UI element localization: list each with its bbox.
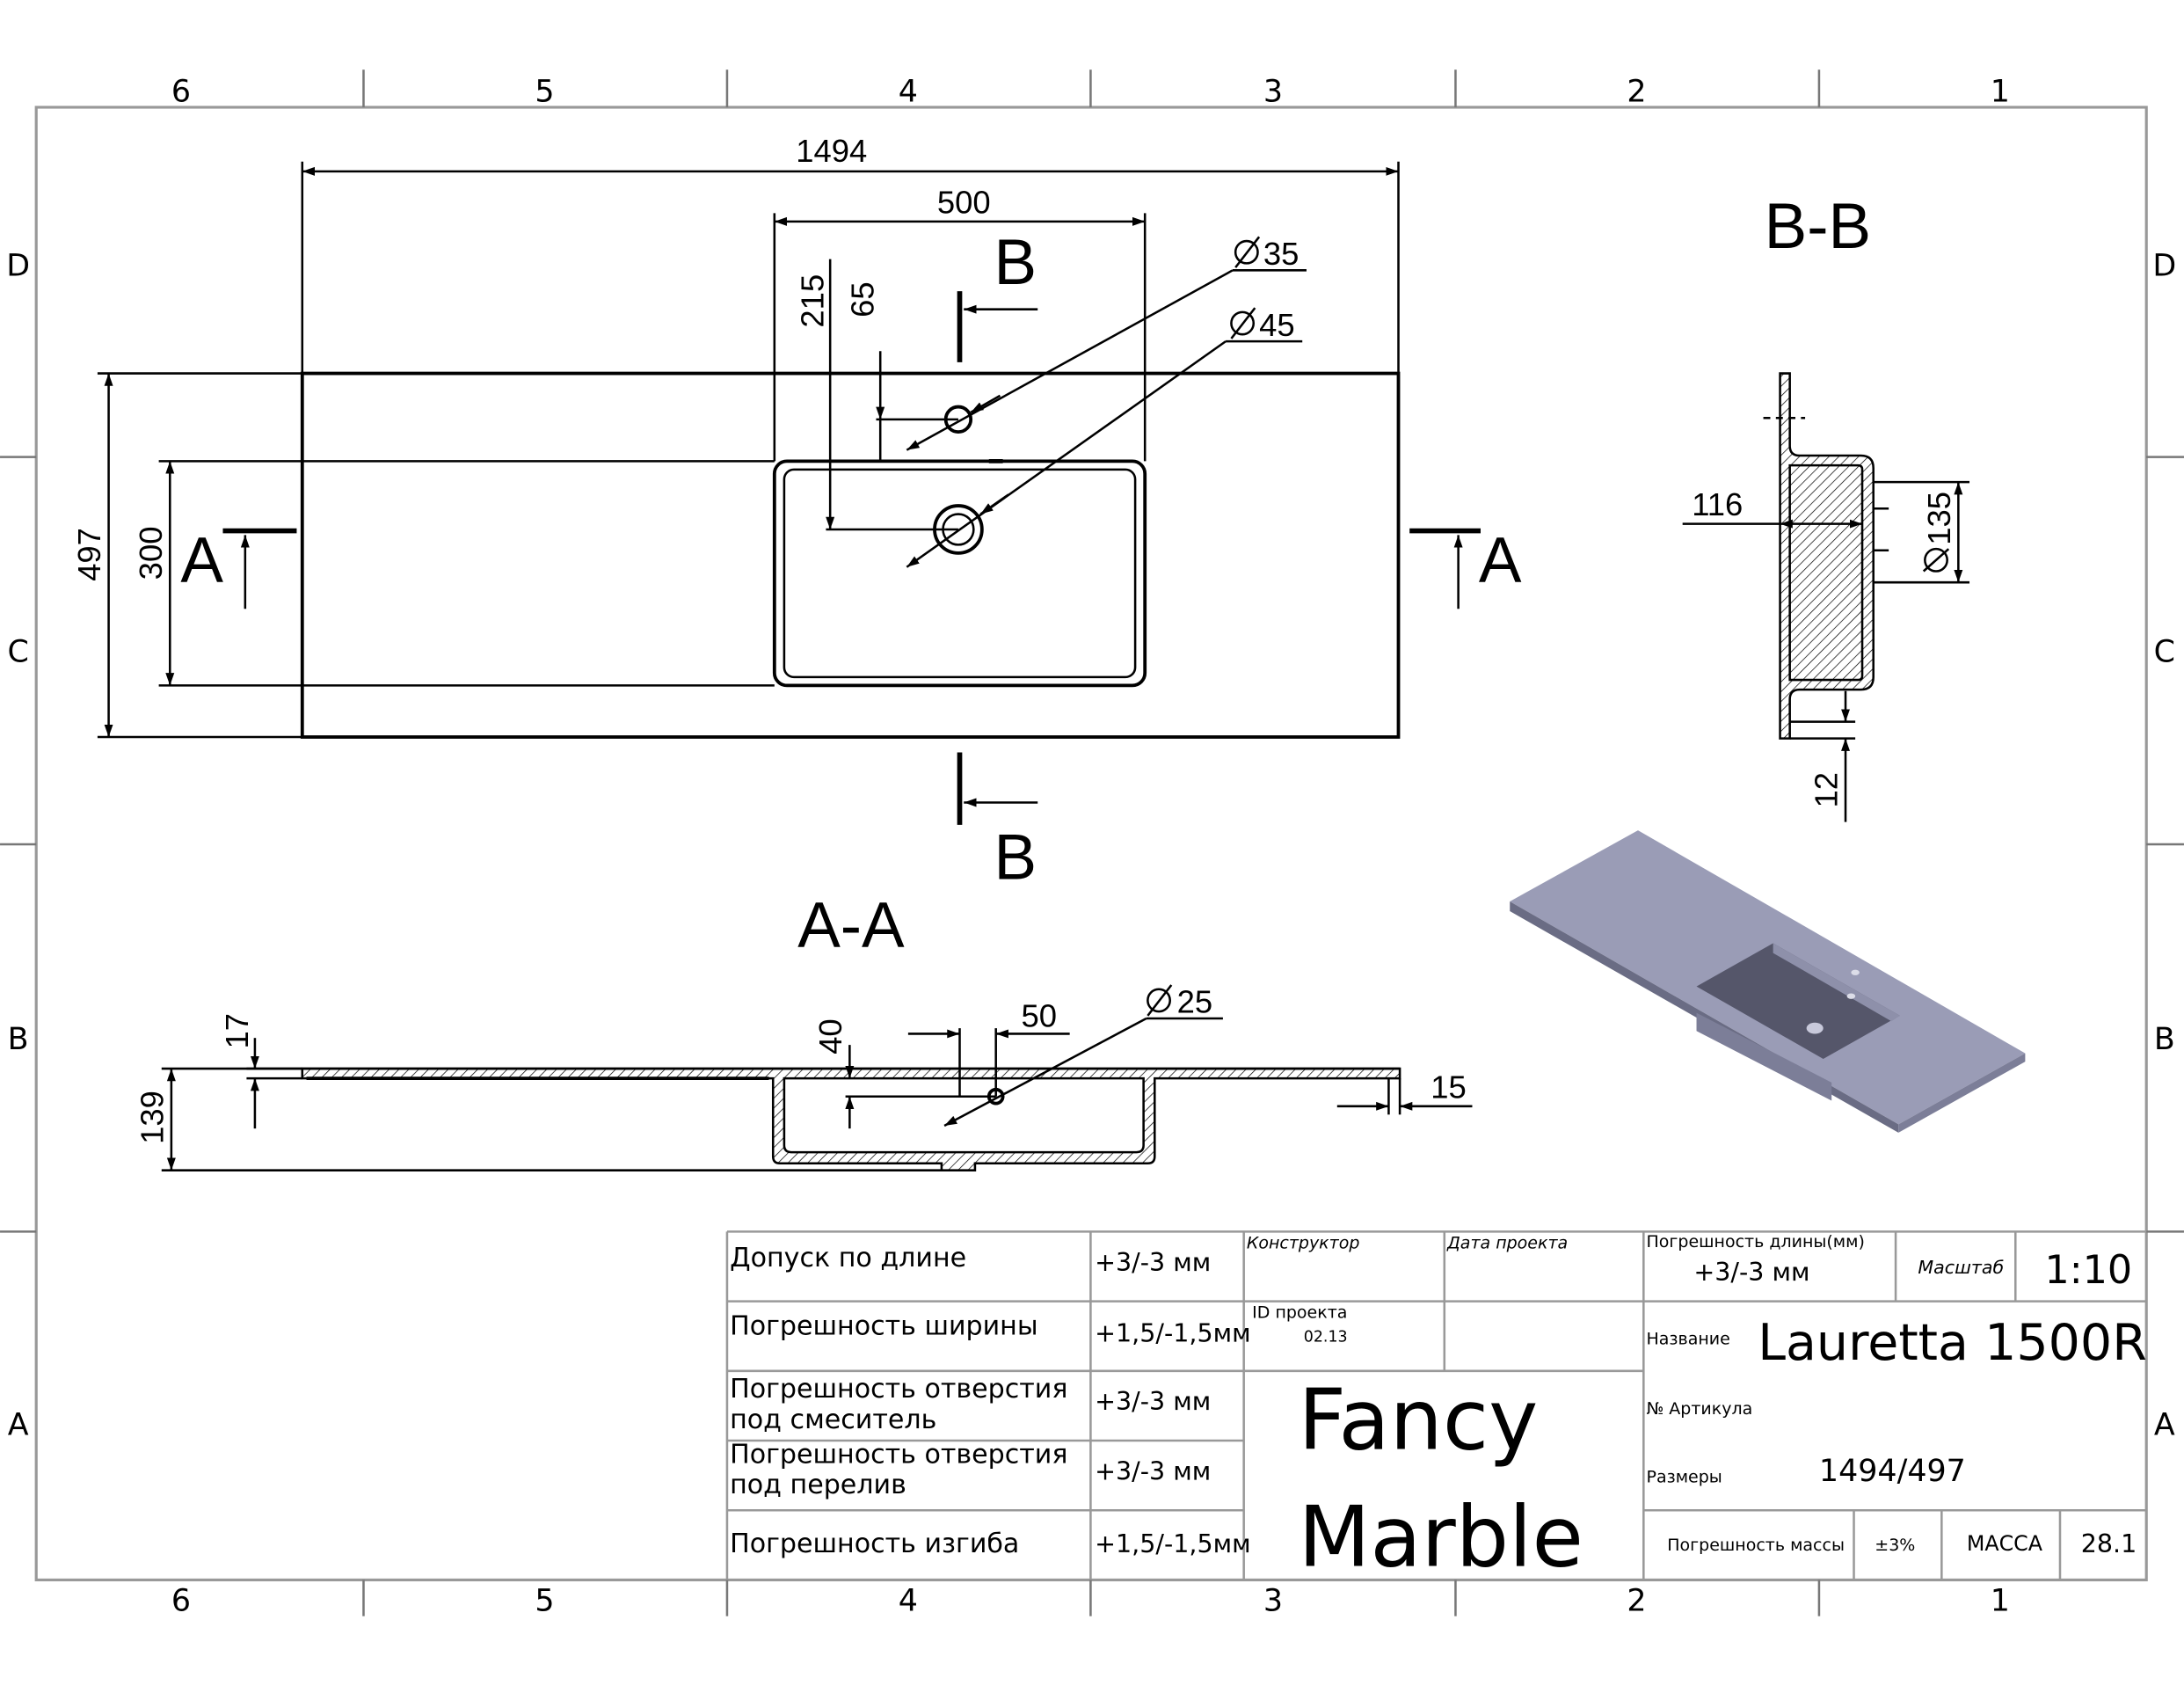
frame-row-label: C xyxy=(2154,634,2175,669)
tolerance-label: Погрешность отверстия xyxy=(730,1439,1067,1470)
tolerance-value: +1,5/-1,5мм xyxy=(1095,1529,1250,1558)
dim-mixer-hole: 35 xyxy=(1263,236,1299,272)
frame-col-label: 5 xyxy=(535,75,554,110)
scale-label: Масштаб xyxy=(1918,1257,2004,1278)
render-bowl xyxy=(1696,943,1900,1059)
designer-label: Конструктор xyxy=(1247,1233,1360,1252)
frame-col-label: 1 xyxy=(1991,75,2010,110)
section-aa-title: A-A xyxy=(797,890,905,961)
project-id-value: 02.13 xyxy=(1304,1329,1348,1346)
mass-value: 28.1 xyxy=(2081,1529,2137,1558)
frame-row-label: A xyxy=(2154,1408,2175,1443)
tolerance-label: Допуск по длине xyxy=(730,1243,966,1273)
render-overflow-hole xyxy=(1846,993,1856,999)
countertop-outline xyxy=(300,371,1401,739)
dim-aa-thickness: 17 xyxy=(219,1013,255,1049)
section-aa-profile xyxy=(301,1067,1401,1171)
section-a-right: A xyxy=(1479,525,1522,596)
tolerance-label: Погрешность отверстия xyxy=(730,1374,1067,1405)
render-mixer-hole xyxy=(1851,969,1860,975)
name-value: Lauretta 1500R xyxy=(1758,1314,2147,1372)
frame-row-label: B xyxy=(8,1022,29,1057)
mass-error-value: ±3% xyxy=(1875,1536,1915,1555)
dim-overall-length: 1494 xyxy=(796,133,867,169)
render-drain-hole xyxy=(1806,1022,1824,1034)
dim-hole-offset-inner: 65 xyxy=(844,281,880,317)
project-id-label: ID проекта xyxy=(1252,1303,1347,1323)
dim-overall-width: 497 xyxy=(71,528,107,581)
tolerance-label: Погрешность изгиба xyxy=(730,1529,1019,1559)
dim-aa-height: 139 xyxy=(134,1091,170,1144)
section-bb-profile xyxy=(1779,372,1875,740)
frame-row-label: B xyxy=(2154,1022,2175,1057)
dim-bowl-width: 300 xyxy=(133,527,169,580)
frame-col-label: 5 xyxy=(535,1583,554,1618)
dim-bb-bottom: 12 xyxy=(1809,772,1845,808)
frame-row-label: C xyxy=(7,634,28,669)
project-date-label: Дата проекта xyxy=(1446,1233,1568,1252)
render-bowl-underside xyxy=(1696,1012,1832,1101)
dim-bb-depth: 116 xyxy=(1692,486,1743,522)
tolerance-label: под смеситель xyxy=(730,1405,936,1435)
tolerance-label: под перелив xyxy=(730,1470,906,1500)
frame-row-label: A xyxy=(8,1408,29,1443)
tolerance-value: +3/-3 мм xyxy=(1095,1456,1211,1485)
frame-col-label: 6 xyxy=(171,75,191,110)
dim-overflow-hole: 45 xyxy=(1259,307,1295,343)
dim-aa-drain-diameter: 25 xyxy=(1177,984,1213,1020)
plan-view: 1494 500 215 65 497 300 35 xyxy=(71,133,1522,894)
frame-col-label: 4 xyxy=(899,75,918,110)
name-label: Название xyxy=(1646,1330,1729,1349)
frame-col-label: 2 xyxy=(1627,1583,1646,1618)
article-label: № Артикула xyxy=(1646,1399,1752,1419)
render-bowl-shade xyxy=(1773,943,1900,1022)
tolerance-label: Погрешность ширины xyxy=(730,1311,1037,1342)
dim-aa-drain-depth: 40 xyxy=(812,1018,848,1054)
section-a-left: A xyxy=(180,525,223,596)
dim-bowl-length: 500 xyxy=(937,184,991,220)
frame-col-label: 3 xyxy=(1263,75,1283,110)
frame-row-label: D xyxy=(2152,249,2176,284)
drawing-frame: 6 5 4 3 2 1 6 5 4 3 2 1 D C B A D C B A xyxy=(0,69,2184,1618)
tolerance-value: +3/-3 мм xyxy=(1095,1248,1211,1277)
brand-line-2: Marble xyxy=(1298,1490,1583,1587)
dim-aa-drain-offset: 50 xyxy=(1022,998,1058,1034)
render-right-side xyxy=(1898,1053,2026,1133)
title-block: Допуск по длине +3/-3 мм Погрешность шир… xyxy=(725,1230,2147,1587)
length-error-value: +3/-3 мм xyxy=(1693,1258,1809,1287)
frame-col-label: 6 xyxy=(171,1583,191,1618)
size-value: 1494/497 xyxy=(1819,1454,1966,1489)
frame-row-label: D xyxy=(6,249,30,284)
mass-error-label: Погрешность массы xyxy=(1667,1536,1845,1555)
bowl-inner xyxy=(783,468,1137,679)
render-3d xyxy=(1510,830,2026,1133)
section-bb: B-B 116 135 12 xyxy=(1682,191,1970,822)
scale-value: 1:10 xyxy=(2045,1248,2133,1293)
section-b-top: B xyxy=(994,227,1037,298)
section-aa: A-A 17 139 40 50 25 xyxy=(134,890,1473,1171)
section-b-bottom: B xyxy=(994,822,1037,894)
size-label: Размеры xyxy=(1646,1468,1722,1487)
frame-col-label: 4 xyxy=(899,1583,918,1618)
mass-label: МАССА xyxy=(1967,1531,2043,1556)
frame-col-label: 3 xyxy=(1263,1583,1283,1618)
frame-col-label: 1 xyxy=(1991,1583,2010,1618)
tolerance-value: +1,5/-1,5мм xyxy=(1095,1319,1250,1348)
brand-line-1: Fancy xyxy=(1298,1373,1538,1470)
section-bb-title: B-B xyxy=(1765,191,1871,262)
dim-hole-offset-outer: 215 xyxy=(794,274,830,328)
tolerance-value: +3/-3 мм xyxy=(1095,1387,1211,1416)
dim-aa-edge: 15 xyxy=(1431,1069,1467,1105)
dim-bb-bowl-height: 135 xyxy=(1921,492,1957,545)
frame-col-label: 2 xyxy=(1627,75,1646,110)
length-error-label: Погрешность длины(мм) xyxy=(1646,1232,1864,1252)
bowl-outline xyxy=(772,459,1147,688)
